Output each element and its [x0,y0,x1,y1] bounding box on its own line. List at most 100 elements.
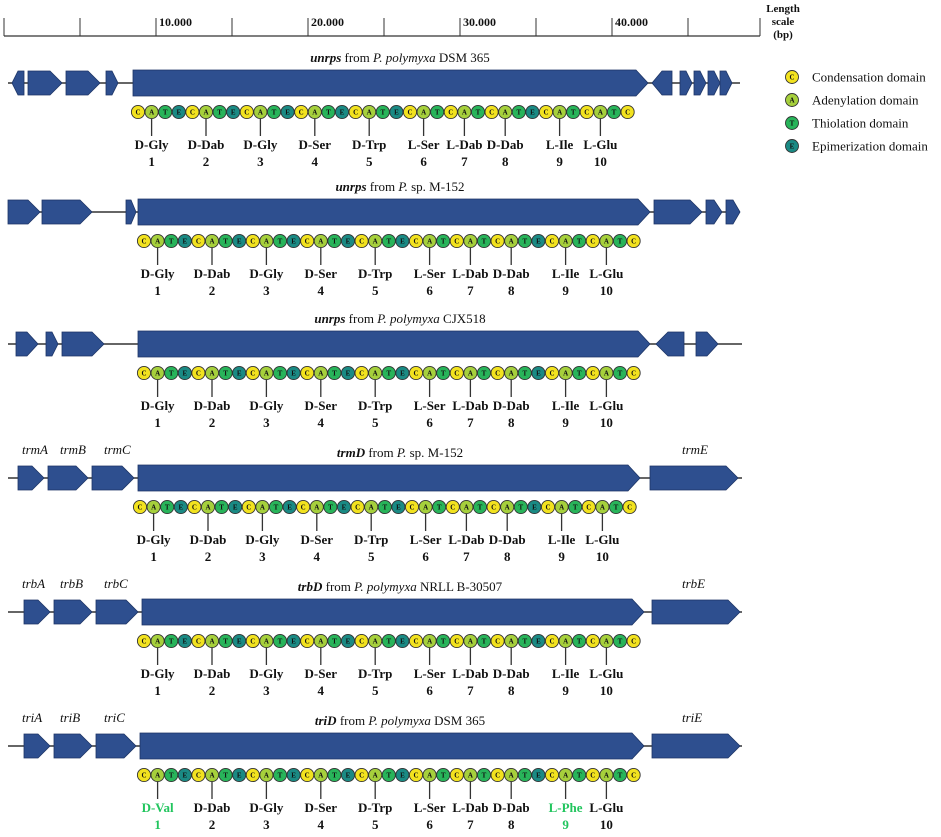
domain-letter: C [590,638,595,646]
module-amino-acid: D-Gly [245,532,279,547]
domain-letter: A [209,772,214,780]
module-number: 9 [562,817,569,832]
domain-letter: C [355,504,360,512]
domain-letter: A [367,109,372,117]
domain-letter: C [413,772,418,780]
domain-letter: C [353,109,358,117]
domain-letter: C [631,638,636,646]
domain-letter: C [196,370,201,378]
domain-letter: T [435,109,440,117]
domain-letter: C [491,504,496,512]
module-number: 1 [154,817,161,832]
domain-C [626,365,641,381]
module-amino-acid: L-Dab [446,137,482,152]
domain-letter: E [182,370,187,378]
domain-letter: C [250,238,255,246]
domain-C [626,233,641,249]
module-amino-acid: L-Dab [452,398,488,413]
cluster-gene-name: trbD [298,579,323,594]
module-amino-acid: D-Dab [493,266,530,281]
domain-letter: E [178,504,183,512]
cluster-title-from: from [365,445,397,460]
gene-label: trbA [22,576,45,591]
module-number: 5 [372,817,379,832]
domain-letter: T [332,772,337,780]
domain-letter: A [373,370,378,378]
module-amino-acid: L-Ile [552,398,580,413]
domain-letter: C [413,370,418,378]
cluster-strain: sp. M-152 [408,179,465,194]
module-number: 7 [467,283,474,298]
domain-letter: E [400,772,405,780]
domain-letter: T [223,772,228,780]
domain-letter: C [495,370,500,378]
domain-letter: A [464,504,469,512]
domain-letter: T [482,370,487,378]
domain-letter: A [468,638,473,646]
domain-letter: E [176,109,181,117]
gene-arrow [137,198,651,226]
legend-swatch [785,139,799,153]
domain-letter: T [577,238,582,246]
legend-swatch [785,70,799,84]
domain-letter: T [382,504,387,512]
module-amino-acid: D-Dab [194,666,231,681]
domain-letter: C [489,109,494,117]
module-number: 4 [314,549,321,564]
domain-letter: A [423,504,428,512]
domain-letter: C [631,370,636,378]
gene-label: trmB [60,442,86,457]
cluster-title: unrps from P. polymyxa DSM 365 [310,50,490,65]
domain-letter: T [386,638,391,646]
gene-arrow [139,732,645,760]
gene-arrow [95,733,137,759]
module-amino-acid: D-Ser [305,398,338,413]
domain-letter: C [495,238,500,246]
module-number: 1 [148,154,155,169]
module-amino-acid: L-Ser [414,666,446,681]
domain-letter: T [386,772,391,780]
domain-letter: E [530,109,535,117]
module-number: 2 [209,283,216,298]
domain-letter: E [291,638,296,646]
module-number: 3 [263,283,270,298]
domain-letter: C [407,109,412,117]
module-number: 10 [600,817,613,832]
domain-letter: A [427,238,432,246]
module-number: 7 [467,683,474,698]
domain-letter: A [427,638,432,646]
gene-label: trmE [682,442,708,457]
domain-letter: T [437,504,442,512]
gene-arrow [41,199,93,225]
module-amino-acid: D-Gly [249,800,283,815]
cluster-title: trbD from P. polymyxa NRLL B-30507 [298,579,503,594]
domain-letter: T [386,238,391,246]
domain-letter: A [509,238,514,246]
domain-letter: E [182,638,187,646]
module-number: 4 [318,683,325,698]
cluster-strain: CJX518 [440,311,486,326]
domain-letter: E [287,504,292,512]
domain-letter: A [604,238,609,246]
domain-letter: T [169,370,174,378]
module-amino-acid: L-Ser [414,398,446,413]
module-amino-acid: D-Ser [301,532,334,547]
domain-letter: C [305,638,310,646]
module-number: 7 [467,817,474,832]
cluster-title: triD from P. polymyxa DSM 365 [315,713,485,728]
module-amino-acid: D-Dab [188,137,225,152]
cluster-title-from: from [322,579,354,594]
domain-letter: T [328,504,333,512]
domain-letter: T [618,772,623,780]
module-number: 3 [257,154,264,169]
domain-letter: T [618,370,623,378]
domain-letter: C [454,772,459,780]
domain-letter: E [346,238,351,246]
domain-letter: T [223,638,228,646]
domain-letter: E [346,370,351,378]
domain-letter: C [495,772,500,780]
module-amino-acid: D-Trp [352,137,386,152]
domain-letter: A [155,370,160,378]
